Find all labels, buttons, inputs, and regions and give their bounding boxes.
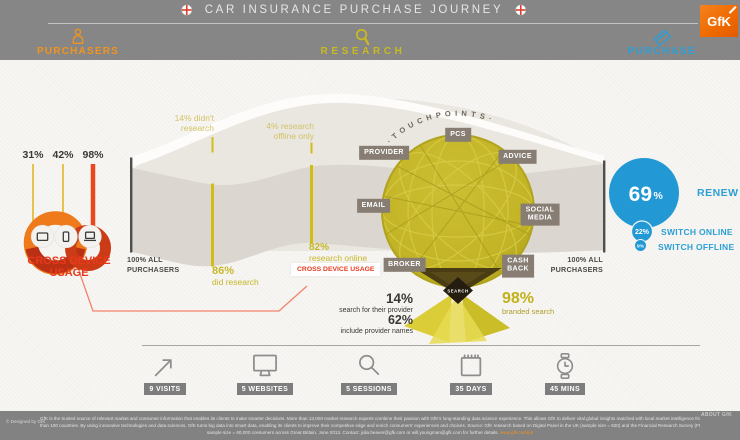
credit-card-icon: [653, 29, 671, 46]
touchpoint-broker: BROKER: [383, 257, 426, 272]
left-axis-label: 100% ALL PURCHASERS: [127, 255, 180, 274]
renew-unit: %: [654, 190, 664, 202]
didnt-research-label: 14% didn't research: [174, 113, 214, 134]
metric-websites: 5 WEBSITES: [227, 352, 303, 395]
touchpoint-cashback: CASH BACK: [502, 254, 534, 278]
switch-offline-circle: [634, 239, 647, 252]
bar-did-research: [211, 183, 214, 267]
smartphone-icon: [62, 231, 70, 243]
metric-days: 35 DAYS: [433, 352, 509, 395]
did-research-label: 86% did research: [212, 265, 259, 287]
metric-label: 9 VISITS: [144, 383, 186, 395]
footer-line3: sample size = 60,000 consumers across Gr…: [206, 429, 499, 435]
search-funnel: SEARCH: [404, 268, 510, 344]
gfk-url-link[interactable]: www.gfk.com/uk: [499, 429, 534, 435]
header-band: CAR INSURANCE PURCHASE JOURNEY PURCHASER…: [0, 0, 740, 60]
cross-device-title: CROSS DEVICE USAGE: [27, 255, 111, 279]
magnifier-icon: [359, 354, 380, 376]
metric-label: 5 SESSIONS: [341, 383, 397, 395]
england-flag-icon: [181, 4, 193, 16]
metric-label: 5 WEBSITES: [236, 383, 294, 395]
metric-sessions: 5 SESSIONS: [331, 352, 407, 395]
tablet-percent: 31%: [22, 149, 44, 161]
stage-label-purchasers: PURCHASERS: [36, 46, 120, 57]
gfk-logo-text: GfK: [707, 13, 731, 29]
metric-label: 45 MINS: [544, 383, 586, 395]
metric-mins: 45 MINS: [527, 352, 603, 395]
search-diamond-label: SEARCH: [447, 289, 468, 294]
metric-visits: 9 VISITS: [127, 352, 203, 395]
stage-label-research: RESEARCH: [320, 46, 406, 57]
bar-research-online: [310, 165, 313, 244]
page-title: CAR INSURANCE PURCHASE JOURNEY: [204, 4, 504, 16]
touchpoint-pcs: PCS: [445, 127, 471, 143]
cross-device-graphic: [23, 164, 111, 275]
sankey-no-research-band: [132, 93, 604, 167]
england-flag-icon: [515, 4, 527, 16]
footer-band: © Designed by GfK ABOUT GfK GfK is the t…: [0, 411, 740, 440]
header-divider: [48, 22, 698, 24]
monitor-icon: [253, 354, 277, 377]
touchpoints-globe: [381, 134, 535, 288]
bar-offline-only: [310, 142, 313, 154]
footer-legal-text: GfK is the trusted source of relevant ma…: [40, 416, 700, 435]
about-gfk-link[interactable]: ABOUT GfK: [700, 412, 732, 418]
tablet-icon: [36, 232, 49, 242]
calendar-icon: [460, 354, 482, 377]
renew-value: 69: [629, 183, 652, 206]
touchpoint-provider: PROVIDER: [359, 145, 409, 160]
phone-percent: 42%: [52, 149, 74, 161]
right-axis-label: 100% ALL PURCHASERS: [550, 255, 603, 274]
outcome-circles: 69 % 22% 9%: [609, 158, 679, 252]
switch-online-value: 22%: [635, 229, 650, 236]
laptop-icon: [84, 231, 96, 242]
person-icon: [72, 28, 84, 44]
switch-online-label: SWITCH ONLINE: [661, 227, 733, 237]
magnifier-icon: [355, 29, 370, 46]
cross-device-mid-label: CROSS DEVICE USAGE: [291, 263, 381, 276]
designed-by: © Designed by GfK: [6, 419, 46, 424]
renew-label: RENEW: [697, 187, 739, 199]
search-diamond: [443, 277, 473, 304]
gfk-logo: GfK: [700, 5, 738, 37]
cross-device-connector-line: [78, 270, 308, 312]
touchpoint-advice: ADVICE: [498, 149, 537, 164]
research-online-label: 82% research online: [309, 242, 368, 263]
search-names-stat: 62% include provider names: [340, 313, 413, 335]
touchpoint-social-media: SOCIAL MEDIA: [520, 203, 560, 226]
header-title-row: CAR INSURANCE PURCHASE JOURNEY: [181, 4, 527, 16]
offline-only-label: 4% research offline only: [266, 121, 314, 142]
branded-search-stat: 98% branded search: [502, 290, 555, 316]
renew-circle: [609, 158, 679, 228]
search-provider-stat: 14% search for their provider: [339, 291, 413, 314]
right-axis-line: [603, 160, 606, 253]
gfk-logo-slash: [728, 6, 737, 14]
cursor-arrow-icon: [154, 359, 172, 377]
switch-offline-label: SWITCH OFFLINE: [658, 242, 735, 252]
left-axis-line: [130, 157, 133, 253]
laptop-percent: 98%: [82, 149, 104, 161]
watch-icon: [556, 353, 574, 379]
bar-didnt-research: [211, 137, 214, 153]
stage-label-purchase: PURCHASE: [627, 46, 697, 57]
switch-offline-value: 9%: [637, 244, 645, 250]
touchpoint-email: EMAIL: [356, 198, 391, 214]
metric-label: 35 DAYS: [450, 383, 492, 395]
